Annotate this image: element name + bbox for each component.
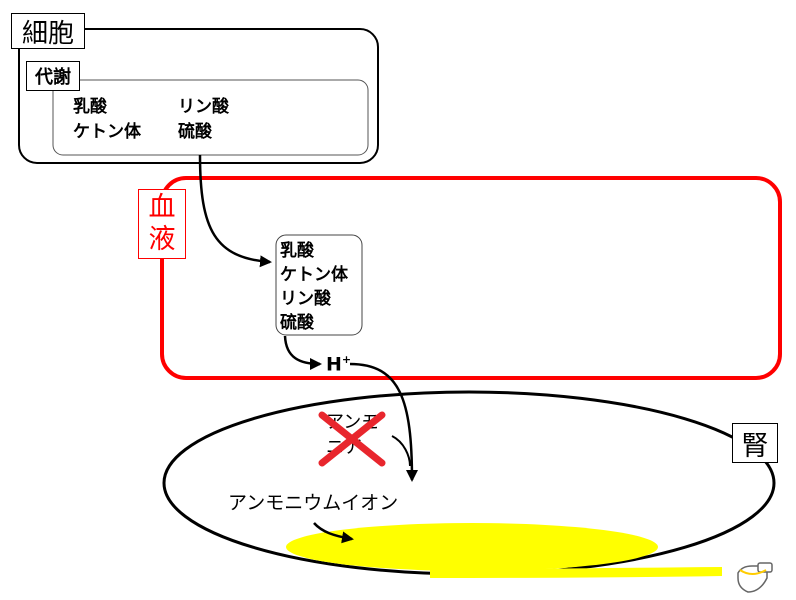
metabolism-box: [52, 79, 369, 156]
blood-acid-sulfuric: 硫酸: [280, 313, 314, 333]
blood-acid-lactic: 乳酸: [280, 241, 314, 261]
blood-box: [160, 176, 782, 380]
ammonium-label: アンモニウムイオン: [228, 492, 399, 514]
ammonia-line2: ニア: [326, 437, 362, 458]
kidney-label: 腎: [732, 423, 778, 463]
urine-ellipse: [286, 523, 658, 571]
arrow-proton-to-ammonium: [349, 362, 418, 482]
proton-symbol: H: [326, 353, 342, 376]
arrow-cell-to-blood: [198, 154, 272, 268]
cell-acid-lactic: 乳酸: [73, 97, 107, 117]
blood-acid-ketone: ケトン体: [280, 265, 348, 285]
arrow-ammonium-to-urine: [313, 522, 354, 544]
arrow-ammonia-to-ammonium: [391, 435, 411, 467]
proton-charge: +: [341, 353, 352, 366]
ammonia-label: アンモ ニア: [326, 410, 379, 460]
toilet-icon: [737, 562, 773, 593]
blood-acids-box: [275, 234, 363, 336]
metabolism-label: 代謝: [26, 61, 80, 91]
urine-stream: [430, 567, 722, 578]
blood-acids-list: 乳酸 ケトン体 リン酸 硫酸: [280, 239, 348, 335]
blood-acid-phosphoric: リン酸: [280, 289, 331, 309]
cell-acid-phosphoric: リン酸: [178, 97, 229, 117]
blood-label-line2: 液: [148, 224, 176, 255]
blood-label-line1: 血: [148, 192, 176, 223]
arrow-acids-to-proton: [283, 335, 322, 370]
cell-acid-ketone: ケトン体: [73, 122, 141, 142]
blood-label: 血 液: [138, 189, 186, 259]
cell-acid-sulfuric: 硫酸: [178, 122, 212, 142]
ammonia-line1: アンモ: [326, 412, 380, 433]
cell-title: 細胞: [11, 13, 85, 49]
proton-label: H+: [326, 354, 351, 374]
